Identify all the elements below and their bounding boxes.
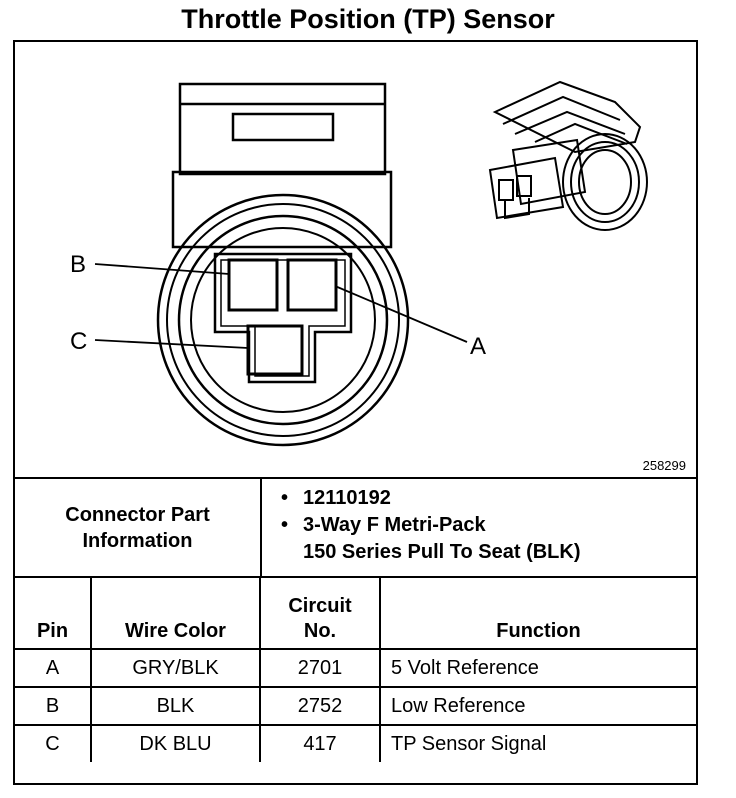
part-number: 12110192 <box>303 487 391 509</box>
bullet: • <box>281 487 289 509</box>
terminal-c <box>246 324 304 376</box>
header-circuit: Circuit No. <box>259 578 381 650</box>
callout-a-leader <box>334 285 468 343</box>
header-function: Function <box>379 578 696 650</box>
connector-outer-ring <box>156 193 410 447</box>
table-row: B BLK 2752 Low Reference <box>15 686 696 726</box>
header-circuit-line1: Circuit <box>288 595 352 617</box>
header-circuit-line2: No. <box>303 620 337 642</box>
connector-shroud-top <box>171 170 393 249</box>
connector-type-line1: 3-Way F Metri-Pack <box>303 514 486 536</box>
figure-number: 258299 <box>642 458 686 473</box>
callout-c-leader <box>94 339 249 349</box>
callout-c: C <box>70 328 87 355</box>
connector-sheet: B C A 258299 Connector <box>13 40 698 785</box>
connector-part-info-row: Connector Part Information • 12110192 • … <box>15 479 696 578</box>
circuit-cell: 2701 <box>259 648 381 688</box>
pinout-table: Pin Wire Color Circuit No. Function A GR… <box>15 578 696 762</box>
connector-part-label-line1: Connector Part <box>65 503 210 526</box>
connector-latch-window <box>231 112 335 142</box>
circuit-cell: 417 <box>259 724 381 762</box>
connector-part-list: • 12110192 • 3-Way F Metri-Pack 150 Seri… <box>277 485 581 566</box>
pin-cell: C <box>15 724 92 762</box>
wire-color-cell: GRY/BLK <box>90 648 261 688</box>
table-row: A GRY/BLK 2701 5 Volt Reference <box>15 648 696 688</box>
wire-color-cell: BLK <box>90 686 261 726</box>
pin-cell: B <box>15 686 92 726</box>
part-number-item: • 12110192 <box>277 485 581 512</box>
connector-face-diagram: B C A <box>70 80 648 447</box>
terminal-a <box>286 258 338 312</box>
callout-a: A <box>470 333 486 360</box>
function-cell: TP Sensor Signal <box>379 724 696 762</box>
connector-latch-housing <box>178 82 387 176</box>
table-row: C DK BLU 417 TP Sensor Signal <box>15 724 696 762</box>
connector-type-item: • 3-Way F Metri-Pack 150 Series Pull To … <box>277 512 581 566</box>
function-cell: Low Reference <box>379 686 696 726</box>
terminal-b <box>227 258 279 312</box>
wire-color-cell: DK BLU <box>90 724 261 762</box>
page-title: Throttle Position (TP) Sensor <box>181 4 555 34</box>
callout-b-leader <box>94 263 230 275</box>
table-header-row: Pin Wire Color Circuit No. Function <box>15 578 696 650</box>
bullet: • <box>281 514 289 536</box>
function-cell: 5 Volt Reference <box>379 648 696 688</box>
connector-cavity <box>213 252 353 384</box>
connector-isometric-drawing <box>488 80 648 231</box>
connector-part-label: Connector Part Information <box>15 479 262 576</box>
pin-cell: A <box>15 648 92 688</box>
connector-figure: B C A 258299 <box>15 42 696 479</box>
header-pin: Pin <box>15 578 92 650</box>
circuit-cell: 2752 <box>259 686 381 726</box>
callout-b: B <box>70 251 86 278</box>
connector-part-label-line2: Information <box>82 529 193 552</box>
connector-type-line2: 150 Series Pull To Seat (BLK) <box>303 541 581 563</box>
header-wire-color: Wire Color <box>90 578 261 650</box>
